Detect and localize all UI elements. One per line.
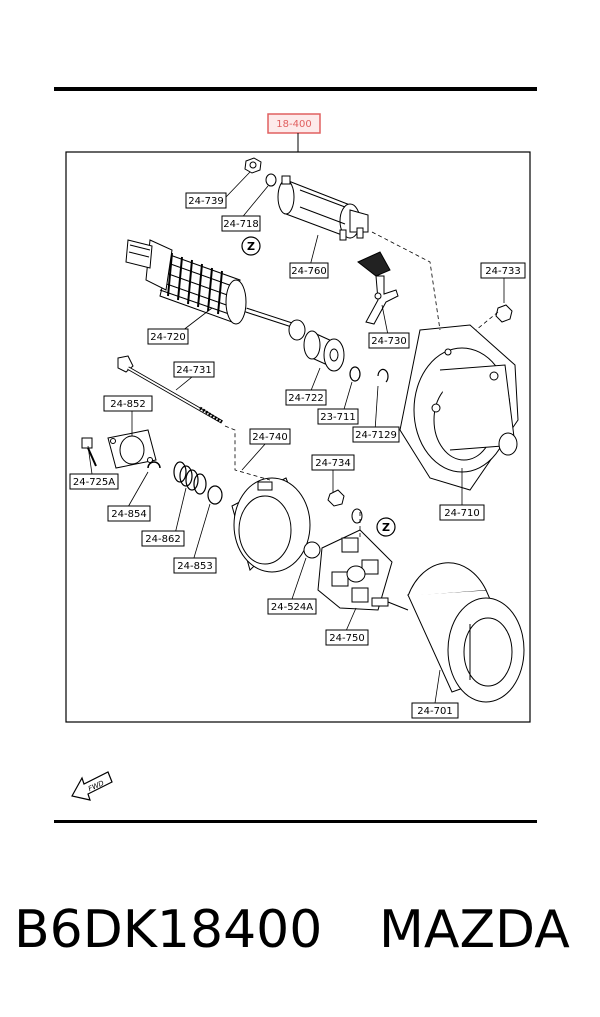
svg-text:24-718: 24-718 xyxy=(223,219,258,230)
nut-icon xyxy=(327,489,345,507)
footer-caption: B6DK18400 MAZDA xyxy=(0,900,600,980)
svg-text:Z: Z xyxy=(382,521,390,534)
callout-24-720[interactable]: 24-720 xyxy=(147,328,189,345)
bolt-icon xyxy=(495,304,513,323)
thrust-washer-icon xyxy=(207,485,223,505)
pinion-gear-icon xyxy=(288,319,345,372)
callout-24-734[interactable]: 24-734 xyxy=(311,454,355,471)
rear-end-frame-icon xyxy=(231,477,311,573)
svg-text:24-710: 24-710 xyxy=(444,508,479,519)
callout-24-731[interactable]: 24-731 xyxy=(173,361,215,378)
callout-24-701[interactable]: 24-701 xyxy=(411,702,459,719)
svg-text:24-730: 24-730 xyxy=(371,336,406,347)
svg-text:24-853: 24-853 xyxy=(177,561,212,572)
assembly-label-text: 18-400 xyxy=(276,119,311,130)
svg-text:24-7129: 24-7129 xyxy=(355,430,397,441)
svg-text:24-750: 24-750 xyxy=(329,633,364,644)
callout-24-750[interactable]: 24-750 xyxy=(325,629,369,646)
callout-24-852[interactable]: 24-852 xyxy=(103,395,153,412)
svg-text:23-711: 23-711 xyxy=(320,412,355,423)
svg-text:24-722: 24-722 xyxy=(288,393,323,404)
screw-icon xyxy=(81,437,97,467)
cover-plate-icon xyxy=(107,429,157,469)
callout-24-862[interactable]: 24-862 xyxy=(141,530,185,547)
armature-icon xyxy=(125,239,293,328)
callout-24-854[interactable]: 24-854 xyxy=(107,505,151,522)
svg-text:24-524A: 24-524A xyxy=(271,602,313,613)
svg-text:24-734: 24-734 xyxy=(315,458,350,469)
svg-text:24-739: 24-739 xyxy=(188,196,223,207)
callout-24-733[interactable]: 24-733 xyxy=(480,262,526,279)
clip-icon xyxy=(147,461,161,469)
svg-text:24-862: 24-862 xyxy=(145,534,180,545)
assembly-guide-lines xyxy=(224,231,499,540)
solenoid-icon xyxy=(277,175,369,241)
starter-motor-exploded-diagram: 18-400 Z Z xyxy=(65,113,531,801)
through-bolt-icon xyxy=(117,355,223,424)
callout-24-853[interactable]: 24-853 xyxy=(173,557,217,574)
part-number: B6DK18400 xyxy=(14,900,323,960)
svg-text:24-731: 24-731 xyxy=(176,365,211,376)
svg-text:24-740: 24-740 xyxy=(252,432,287,443)
assembly-label[interactable]: 18-400 xyxy=(267,113,321,152)
part-callouts: 24-739 24-718 24-760 24-733 24-720 24-73… xyxy=(69,192,526,719)
callout-23-711[interactable]: 23-711 xyxy=(317,408,359,425)
svg-text:24-725A: 24-725A xyxy=(73,477,115,488)
top-rule xyxy=(54,87,537,91)
yoke-housing-icon xyxy=(371,562,525,703)
drive-housing-icon xyxy=(399,324,519,491)
svg-text:24-720: 24-720 xyxy=(150,332,185,343)
callout-24-722[interactable]: 24-722 xyxy=(285,389,327,406)
callout-24-725A[interactable]: 24-725A xyxy=(69,473,119,490)
forward-direction-arrow-icon: FWD xyxy=(71,771,113,801)
callout-24-730[interactable]: 24-730 xyxy=(368,332,410,349)
z-marker-icon: Z xyxy=(241,236,261,256)
svg-text:24-701: 24-701 xyxy=(417,706,452,717)
washer-icon xyxy=(349,366,361,382)
nut-icon xyxy=(244,157,262,174)
washer-icon xyxy=(351,508,363,524)
leader-lines xyxy=(87,171,505,704)
spring-washers-icon xyxy=(173,461,207,495)
callout-24-740[interactable]: 24-740 xyxy=(249,428,291,445)
callout-24-524A[interactable]: 24-524A xyxy=(267,598,317,615)
callout-24-760[interactable]: 24-760 xyxy=(289,262,329,279)
shift-lever-icon xyxy=(357,251,399,325)
callout-24-739[interactable]: 24-739 xyxy=(185,192,227,209)
callout-24-7129[interactable]: 24-7129 xyxy=(352,426,400,443)
svg-text:Z: Z xyxy=(247,240,255,253)
snap-ring-icon xyxy=(377,368,389,383)
bottom-rule xyxy=(54,820,537,823)
bushing-icon xyxy=(303,541,321,559)
svg-text:24-760: 24-760 xyxy=(291,266,326,277)
z-marker-icon: Z xyxy=(376,517,396,537)
callout-24-710[interactable]: 24-710 xyxy=(439,504,485,521)
callout-24-718[interactable]: 24-718 xyxy=(221,215,261,232)
brush-holder-icon xyxy=(317,529,393,611)
svg-text:24-852: 24-852 xyxy=(110,399,145,410)
washer-icon xyxy=(265,173,277,187)
svg-text:24-854: 24-854 xyxy=(111,509,146,520)
brand-name: MAZDA xyxy=(379,900,570,960)
svg-text:24-733: 24-733 xyxy=(485,266,520,277)
